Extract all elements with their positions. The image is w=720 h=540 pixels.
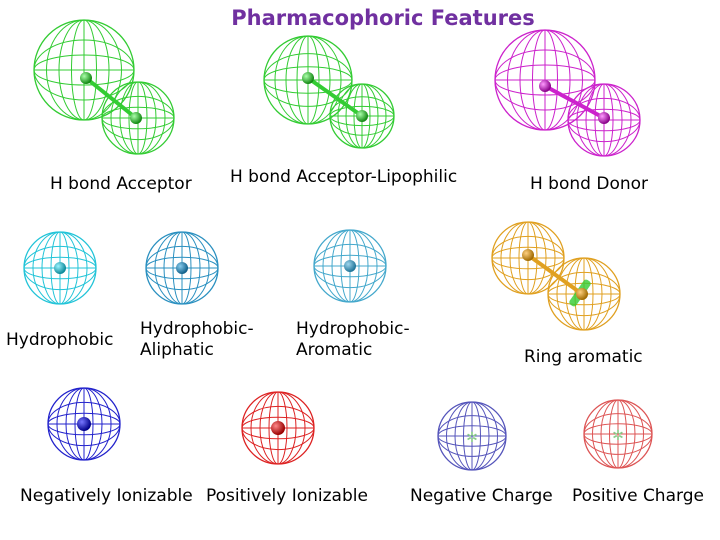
label-hydrophobic-aromatic-line1: Hydrophobic- <box>296 319 410 339</box>
hba-atom-1 <box>80 72 92 84</box>
hbd-atom-1 <box>539 80 551 92</box>
hydrophobic-aromatic-atom <box>344 260 356 272</box>
label-positive-charge: Positive Charge <box>572 486 704 506</box>
hydrophobic-atom <box>54 262 66 274</box>
label-hydrophobic-aromatic-line2: Aromatic <box>296 340 373 360</box>
label-h-bond-donor: H bond Donor <box>530 174 649 194</box>
positive-charge-core: ✲ <box>612 428 624 444</box>
ring-aromatic-vector <box>526 253 584 296</box>
negatively-ionizable-atom <box>77 417 91 431</box>
label-h-bond-acceptor: H bond Acceptor <box>50 174 192 194</box>
positive-charge-sphere <box>583 399 653 469</box>
hbd-vector <box>543 84 606 120</box>
hydrophobic-aliphatic-atom <box>176 262 188 274</box>
negative-charge-sphere <box>437 401 507 471</box>
label-ring-aromatic: Ring aromatic <box>524 347 643 367</box>
negatively-ionizable-sphere <box>47 387 121 461</box>
hba-sphere-small <box>101 81 175 155</box>
ring-aromatic-sphere-small <box>547 257 621 331</box>
hba-sphere-large <box>33 19 135 121</box>
hbd-sphere-small <box>567 83 641 157</box>
negative-charge-core: ✲ <box>466 430 478 446</box>
label-negative-charge: Negative Charge <box>410 486 553 506</box>
hbalipo-atom-1 <box>302 72 314 84</box>
page-title: Pharmacophoric Features <box>231 6 535 30</box>
label-positively-ionizable: Positively Ionizable <box>206 486 368 506</box>
label-hydrophobic-aliphatic-line1: Hydrophobic- <box>140 319 254 339</box>
label-hydrophobic-aliphatic-line2: Aliphatic <box>140 340 214 360</box>
hbalipo-sphere-small <box>329 83 395 149</box>
label-h-bond-acceptor-lipophilic: H bond Acceptor-Lipophilic <box>230 167 458 187</box>
ring-aromatic-atom-1 <box>522 249 534 261</box>
label-negatively-ionizable: Negatively Ionizable <box>20 486 193 506</box>
ring-aromatic-atom-2 <box>576 288 588 300</box>
hbalipo-atom-2 <box>356 110 368 122</box>
hbd-atom-2 <box>598 112 610 124</box>
hbalipo-vector <box>306 76 364 118</box>
hydrophobic-aliphatic-sphere <box>145 231 219 305</box>
positively-ionizable-atom <box>271 421 285 435</box>
hba-atom-2 <box>130 112 142 124</box>
label-hydrophobic: Hydrophobic <box>6 330 114 350</box>
hba-vector <box>84 76 138 120</box>
